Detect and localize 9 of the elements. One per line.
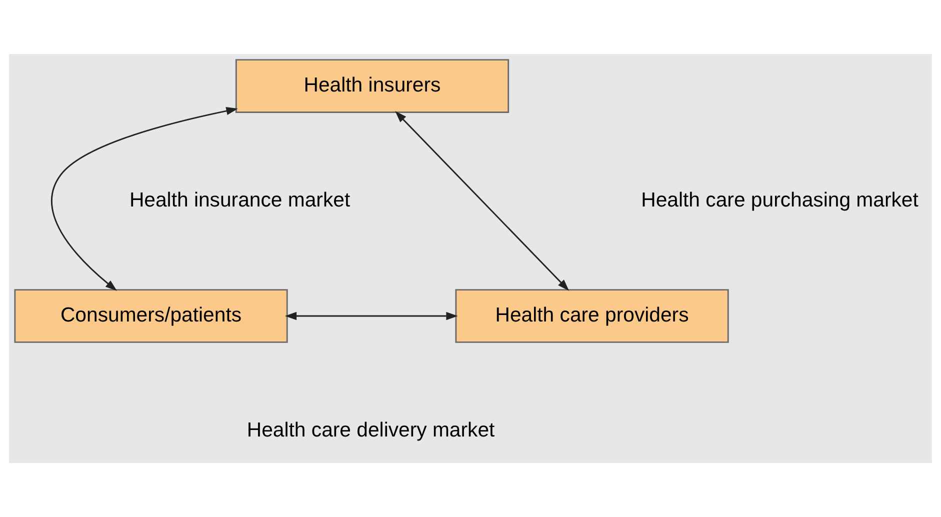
label: Health care purchasing market [641, 189, 918, 212]
label: Health care delivery market [246, 419, 495, 442]
node-box: Consumers/patients [14, 289, 288, 343]
label: Health insurance market [129, 189, 350, 212]
arrow [284, 312, 458, 320]
node-box: Health insurers [235, 59, 510, 113]
arrow [51, 106, 238, 291]
arrow [395, 111, 570, 291]
node-box: Health care providers [455, 289, 729, 343]
